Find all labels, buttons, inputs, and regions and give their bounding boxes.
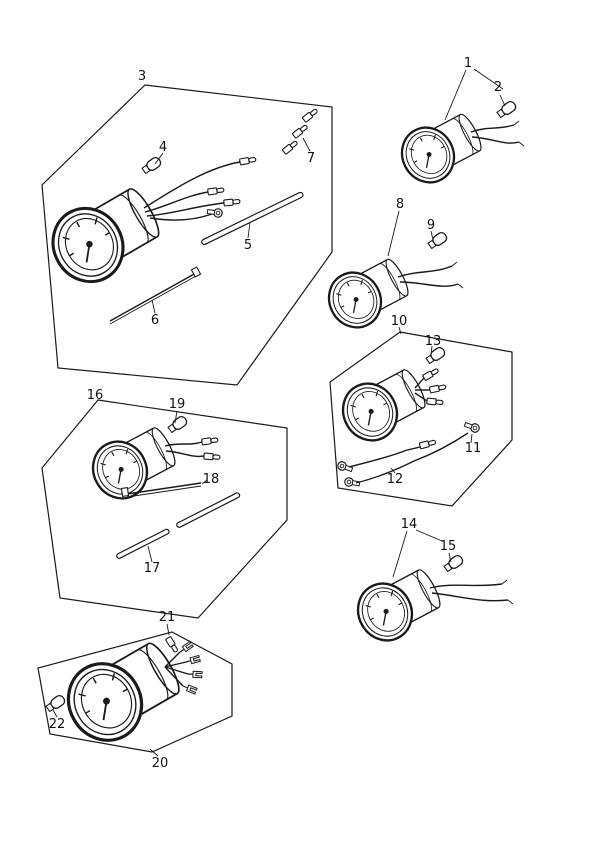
assembly-meter-14 — [346, 529, 514, 652]
part-label-2: 2 — [494, 80, 502, 95]
part-label-15: 15 — [440, 539, 457, 554]
part-label-22: 22 — [49, 717, 66, 732]
part-labels: 1 2 3 4 5 6 7 8 9 10 11 12 13 14 15 16 1… — [49, 56, 502, 771]
part-label-11: 11 — [465, 441, 482, 456]
leader-lines-14-group — [392, 529, 452, 578]
assembly-meter-3 — [38, 84, 333, 386]
part-label-17: 17 — [144, 561, 161, 576]
part-label-16: 16 — [87, 388, 104, 403]
enclosure-outline-20 — [37, 631, 233, 753]
part-label-6: 6 — [151, 313, 159, 328]
leader-lines-8-group — [387, 210, 434, 257]
part-band-18 — [120, 482, 202, 498]
leader-lines-1-group — [444, 68, 506, 121]
part-label-4: 4 — [159, 140, 167, 155]
enclosure-outline-3 — [41, 84, 333, 386]
assembly-meter-16 — [41, 399, 288, 619]
part-label-18: 18 — [203, 472, 220, 487]
part-label-14: 14 — [401, 517, 418, 532]
part-label-5: 5 — [244, 238, 252, 253]
part-label-10: 10 — [391, 314, 408, 329]
assembly-meter-20 — [37, 623, 233, 757]
part-band-6 — [109, 266, 202, 325]
part-tube-5 — [201, 191, 304, 246]
part-label-12: 12 — [387, 472, 404, 487]
part-harness-12 — [336, 419, 481, 489]
enclosure-outline-10 — [329, 331, 513, 507]
part-label-8: 8 — [396, 197, 404, 212]
assembly-meter-8 — [318, 210, 464, 338]
part-label-7: 7 — [307, 151, 315, 166]
meter-10-connectors — [414, 366, 447, 407]
part-label-3: 3 — [138, 69, 146, 84]
part-tube-17 — [116, 492, 241, 559]
part-label-19: 19 — [169, 397, 186, 412]
leader-lines-20-group — [52, 623, 170, 757]
leader-lines-10-group — [390, 326, 473, 474]
meter-20-terminals — [164, 640, 203, 695]
leader-lines-3-group — [151, 137, 311, 314]
enclosure-outline-16 — [41, 399, 288, 619]
meter-1-wires — [470, 120, 525, 147]
part-label-13: 13 — [425, 334, 442, 349]
assembly-meter-10 — [329, 326, 513, 507]
meter-16-wires — [164, 436, 221, 461]
meter-8-wires — [397, 261, 464, 289]
meter-3-wires — [143, 155, 257, 221]
part-label-21: 21 — [159, 610, 176, 625]
leader-lines-16-group — [147, 410, 208, 563]
part-label-20: 20 — [152, 756, 169, 771]
meter-14-wires — [429, 579, 514, 605]
part-label-9: 9 — [427, 218, 435, 233]
part-label-1: 1 — [464, 56, 472, 71]
assembly-meter-1 — [391, 68, 525, 193]
